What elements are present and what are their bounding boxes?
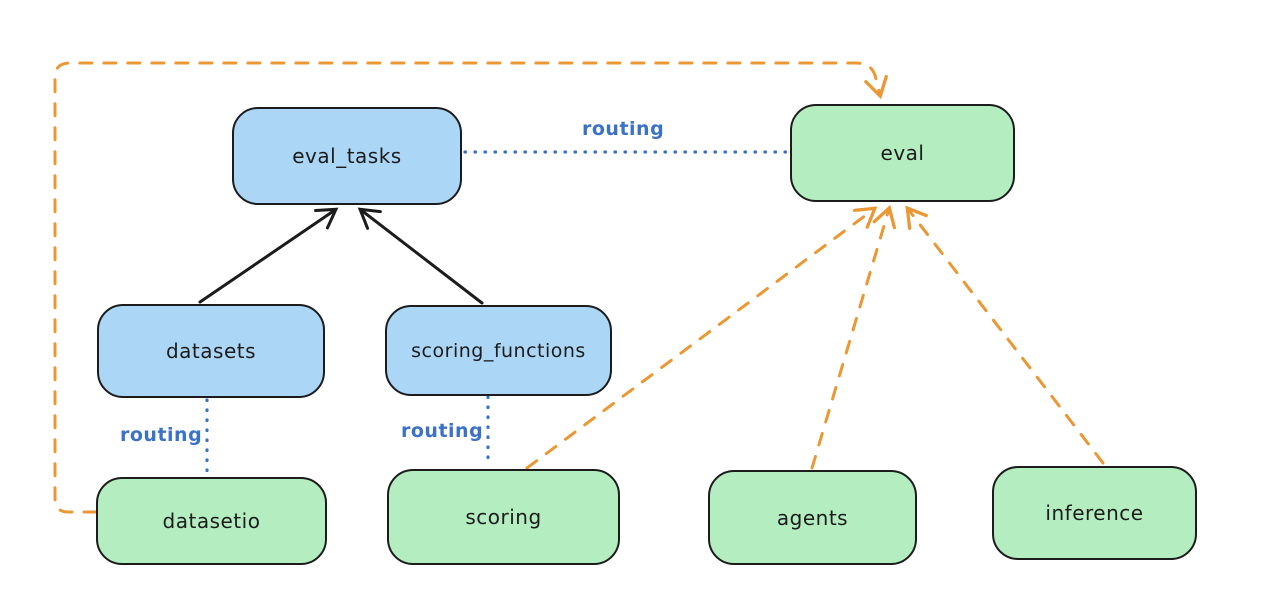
node-eval_tasks-label: eval_tasks (292, 144, 402, 168)
node-scoring_functions-label: scoring_functions (411, 339, 586, 362)
node-datasets-label: datasets (165, 339, 257, 363)
edge-datasetio-eval (53, 61, 888, 514)
node-datasetio-label: datasetio (162, 509, 261, 533)
node-agents-label: agents (776, 505, 849, 530)
node-scoring_functions[interactable]: scoring_functions (385, 305, 612, 396)
node-inference-label: inference (1045, 501, 1144, 525)
edge-agents-eval (810, 204, 897, 470)
routing-label-eval_tasks-eval: routing (582, 118, 665, 140)
routing-label-datasets-datasetio: routing (120, 424, 203, 446)
edge-scoring_functions-eval_tasks (357, 207, 484, 305)
node-scoring[interactable]: scoring (387, 469, 620, 565)
edge-inference-eval (905, 205, 1105, 465)
node-eval[interactable]: eval (790, 104, 1015, 202)
node-datasets[interactable]: datasets (97, 304, 325, 398)
node-scoring-label: scoring (465, 505, 542, 529)
node-eval-label: eval (880, 141, 925, 165)
node-eval_tasks[interactable]: eval_tasks (232, 107, 462, 205)
edge-scoring-eval (525, 206, 878, 470)
node-datasetio[interactable]: datasetio (96, 477, 327, 565)
node-agents[interactable]: agents (708, 470, 917, 565)
routing-label-scoring_functions-scoring: routing (401, 420, 484, 442)
edge-datasets-eval_tasks (198, 207, 339, 304)
node-inference[interactable]: inference (992, 466, 1197, 560)
